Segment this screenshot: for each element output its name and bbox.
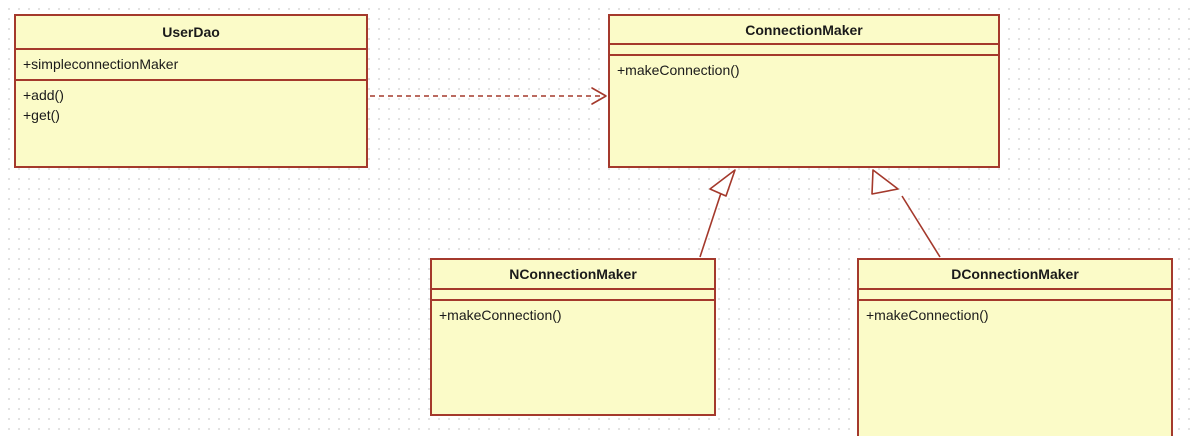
generalization-line	[699, 192, 722, 258]
dependency-userdao-connectionmaker[interactable]	[370, 87, 607, 105]
attributes-compartment-userdao: +simpleconnectionMaker	[16, 50, 366, 81]
generalization-dconnectionmaker-connectionmaker[interactable]	[871, 169, 941, 258]
generalization-nconnectionmaker-connectionmaker[interactable]	[699, 169, 736, 258]
open-arrowhead-icon	[591, 87, 607, 105]
attributes-compartment-connectionmaker	[610, 45, 998, 56]
attributes-compartment-dconnectionmaker	[859, 290, 1171, 301]
class-box-userdao[interactable]: UserDao +simpleconnectionMaker +add() +g…	[14, 14, 368, 168]
operation-item: +add()	[23, 86, 64, 103]
hollow-triangle-arrowhead-icon	[709, 169, 736, 197]
class-name-connectionmaker: ConnectionMaker	[610, 16, 998, 45]
operation-item: +get()	[23, 106, 60, 123]
class-box-nconnectionmaker[interactable]: NConnectionMaker +makeConnection()	[430, 258, 716, 416]
attributes-compartment-nconnectionmaker	[432, 290, 714, 301]
operations-compartment-dconnectionmaker: +makeConnection()	[859, 301, 1171, 436]
operations-compartment-userdao: +add() +get()	[16, 81, 366, 166]
operation-item: +makeConnection()	[617, 62, 740, 78]
class-name-nconnectionmaker: NConnectionMaker	[432, 260, 714, 290]
class-name-userdao: UserDao	[16, 16, 366, 50]
operation-item: +makeConnection()	[439, 307, 562, 323]
class-name-dconnectionmaker: DConnectionMaker	[859, 260, 1171, 290]
class-box-dconnectionmaker[interactable]: DConnectionMaker +makeConnection()	[857, 258, 1173, 436]
operation-item: +makeConnection()	[866, 307, 989, 323]
class-box-connectionmaker[interactable]: ConnectionMaker +makeConnection()	[608, 14, 1000, 168]
generalization-line	[901, 195, 941, 258]
operations-compartment-connectionmaker: +makeConnection()	[610, 56, 998, 166]
hollow-triangle-arrowhead-icon	[871, 169, 899, 195]
operations-compartment-nconnectionmaker: +makeConnection()	[432, 301, 714, 414]
attribute-item: +simpleconnectionMaker	[23, 56, 179, 72]
